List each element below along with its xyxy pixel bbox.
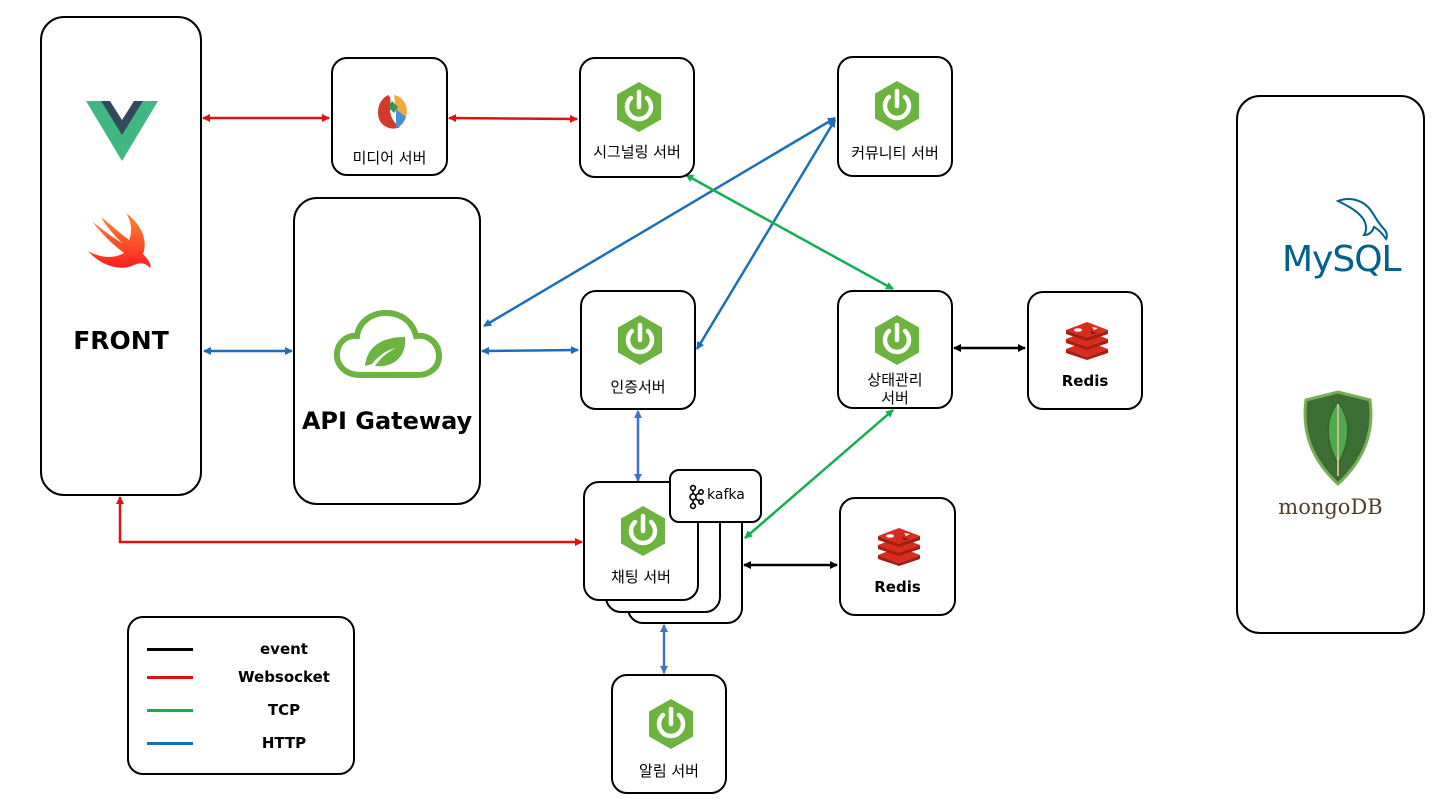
gateway-box: API Gateway: [293, 197, 481, 505]
alarm-server-box: 알림 서버: [611, 674, 727, 794]
arrow-gateway-auth: [481, 346, 579, 355]
kafka-box: kafka: [669, 469, 762, 523]
arrow-signaling-state: [685, 173, 894, 291]
state-server-label: 상태관리 서버: [867, 371, 923, 407]
mongodb-leaf-icon: [1303, 390, 1373, 487]
front-label: FRONT: [73, 326, 169, 355]
redis-icon: [1064, 322, 1110, 364]
kurento-icon: [378, 95, 407, 129]
redis-chat-label: Redis: [874, 578, 921, 596]
front-box: FRONT: [40, 16, 202, 496]
legend-row: Websocket: [147, 666, 357, 688]
alarm-server-label: 알림 서버: [639, 762, 699, 780]
mysql-dolphin-icon: [1335, 198, 1388, 241]
swift-icon: [88, 213, 151, 268]
spring-power-icon: [613, 81, 665, 137]
signaling-server-label: 시그널링 서버: [593, 143, 681, 161]
mysql-logo-text: MySQL: [1282, 239, 1402, 280]
legend-swatch: [147, 709, 193, 712]
redis-state-box: Redis: [1027, 291, 1143, 410]
auth-server-label: 인증서버: [610, 378, 666, 396]
spring-power-icon: [617, 505, 669, 561]
database-box: MySQL mongoDB: [1236, 95, 1425, 634]
spring-power-icon: [871, 80, 923, 136]
redis-chat-box: Redis: [839, 497, 956, 616]
spring-cloud-icon: [333, 309, 443, 378]
community-server-label: 커뮤니티 서버: [851, 144, 939, 162]
legend-row: TCP: [147, 699, 357, 721]
legend-label: TCP: [267, 701, 301, 719]
spring-power-icon: [645, 698, 697, 754]
legend-box: event Websocket TCP HTTP: [127, 616, 355, 775]
legend-row: event: [147, 638, 357, 660]
mongodb-label: mongoDB: [1278, 495, 1383, 519]
redis-state-label: Redis: [1061, 372, 1109, 390]
vue-icon: [86, 101, 158, 161]
legend-swatch: [147, 742, 193, 745]
spring-power-icon: [614, 314, 666, 370]
gateway-label: API Gateway: [301, 407, 473, 435]
auth-server-box: 인증서버: [580, 290, 696, 410]
community-server-box: 커뮤니티 서버: [837, 56, 953, 177]
kafka-label: kafka: [707, 487, 745, 503]
legend-label: Websocket: [238, 668, 330, 686]
redis-icon: [876, 528, 922, 570]
media-server-box: 미디어 서버: [331, 57, 448, 176]
legend-swatch: [147, 648, 193, 651]
signaling-server-box: 시그널링 서버: [579, 57, 695, 178]
legend-label: HTTP: [261, 734, 307, 752]
legend-label: event: [260, 640, 308, 658]
arrow-media-signaling: [448, 114, 578, 123]
kafka-icon: [689, 484, 705, 510]
legend-row: HTTP: [147, 732, 357, 754]
chat-server-label: 채팅 서버: [611, 568, 671, 586]
mysql-label: MySQL: [1282, 239, 1402, 280]
arrow-state-chat: [744, 409, 894, 539]
arrow-auth-community: [695, 119, 837, 350]
arrow-front-chat: [116, 496, 583, 546]
legend-swatch: [147, 676, 193, 679]
media-server-label: 미디어 서버: [352, 149, 427, 167]
spring-power-icon: [871, 314, 923, 370]
state-server-box: 상태관리 서버: [837, 290, 953, 409]
